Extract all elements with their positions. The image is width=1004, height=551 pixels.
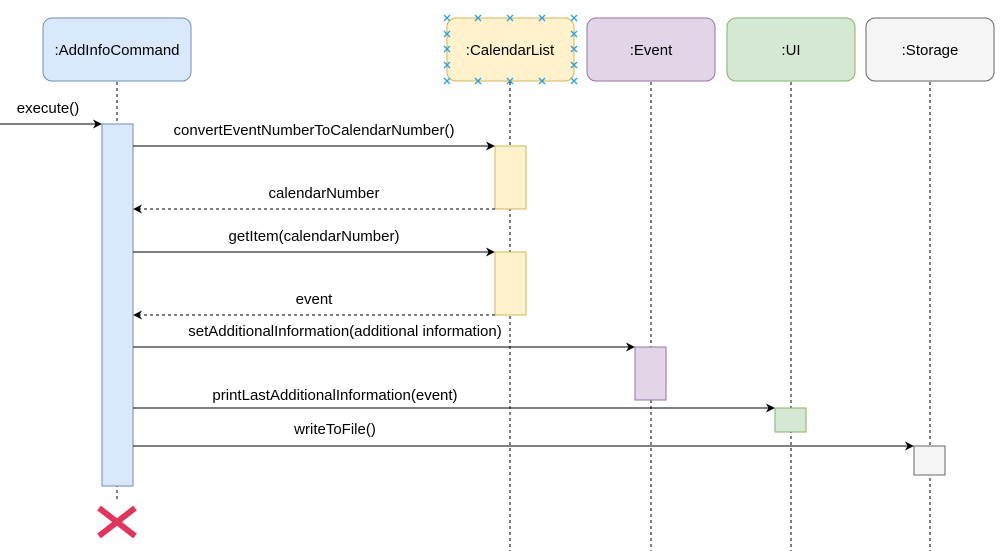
selection-handle[interactable] <box>474 77 482 85</box>
selection-handle[interactable] <box>570 77 578 85</box>
selection-handle[interactable] <box>538 14 546 22</box>
activation-bars <box>101 123 946 487</box>
participant-label-storage: :Storage <box>902 42 959 59</box>
participant-event[interactable]: :Event <box>586 17 716 82</box>
activation-event[interactable] <box>634 346 667 401</box>
participant-label-event: :Event <box>630 42 673 59</box>
participant-box-storage[interactable] <box>865 17 995 82</box>
message-label-print-last-additional-information: printLastAdditionalInformation(event) <box>212 387 457 404</box>
message-return-calendar-number[interactable]: calendarNumber <box>133 185 495 214</box>
message-write-to-file[interactable]: writeToFile() <box>133 421 914 451</box>
destroy-x-stroke-2 <box>97 505 137 539</box>
participant-box-addinfo[interactable] <box>42 17 192 82</box>
selection-handle[interactable] <box>443 61 451 69</box>
selection-handle[interactable] <box>570 61 578 69</box>
selection-handle[interactable] <box>570 14 578 22</box>
selection-handle[interactable] <box>443 77 451 85</box>
participant-label-calendarlist: :CalendarList <box>466 42 555 59</box>
message-label-convert: convertEventNumberToCalendarNumber() <box>174 122 455 139</box>
participant-addinfo[interactable]: :AddInfoCommand <box>42 17 192 82</box>
message-set-additional-information[interactable]: setAdditionalInformation(additional info… <box>133 323 635 352</box>
selection-handle[interactable] <box>443 45 451 53</box>
selection-handles <box>443 14 578 85</box>
participant-calendarlist[interactable]: :CalendarList <box>443 14 578 85</box>
selection-handle[interactable] <box>538 77 546 85</box>
message-return-event[interactable]: event <box>133 291 495 320</box>
participant-storage[interactable]: :Storage <box>865 17 995 82</box>
activation-calendarlist-2[interactable] <box>494 251 527 316</box>
participant-ui[interactable]: :UI <box>726 17 856 82</box>
activation-ui[interactable] <box>774 407 807 433</box>
participants: :AddInfoCommand :CalendarList :Event :UI… <box>42 14 995 85</box>
message-execute[interactable]: execute() <box>0 100 102 129</box>
message-get-item[interactable]: getItem(calendarNumber) <box>133 228 495 257</box>
message-label-execute: execute() <box>17 100 80 117</box>
activation-addinfo[interactable] <box>101 123 134 487</box>
participant-label-ui: :UI <box>781 42 800 59</box>
selection-handle[interactable] <box>443 30 451 38</box>
message-label-set-additional-information: setAdditionalInformation(additional info… <box>188 323 502 340</box>
message-label-return-calendar-number: calendarNumber <box>269 185 380 202</box>
activation-calendarlist-1[interactable] <box>494 145 527 210</box>
participant-box-ui[interactable] <box>726 17 856 82</box>
message-label-write-to-file: writeToFile() <box>293 421 376 438</box>
message-label-return-event: event <box>296 291 334 308</box>
participant-label-addinfo: :AddInfoCommand <box>54 42 179 59</box>
selection-handle[interactable] <box>506 14 514 22</box>
selection-handle[interactable] <box>506 77 514 85</box>
activation-storage[interactable] <box>913 445 946 476</box>
message-convert[interactable]: convertEventNumberToCalendarNumber() <box>133 122 495 151</box>
selection-handle[interactable] <box>570 30 578 38</box>
messages: execute() convertEventNumberToCalendarNu… <box>0 100 914 451</box>
selection-handle[interactable] <box>443 14 451 22</box>
selection-handle[interactable] <box>570 45 578 53</box>
message-label-get-item: getItem(calendarNumber) <box>229 228 400 245</box>
selection-handle[interactable] <box>474 14 482 22</box>
message-print-last-additional-information[interactable]: printLastAdditionalInformation(event) <box>133 387 775 413</box>
participant-box-event[interactable] <box>586 17 716 82</box>
destroy-x-icon <box>97 505 137 539</box>
